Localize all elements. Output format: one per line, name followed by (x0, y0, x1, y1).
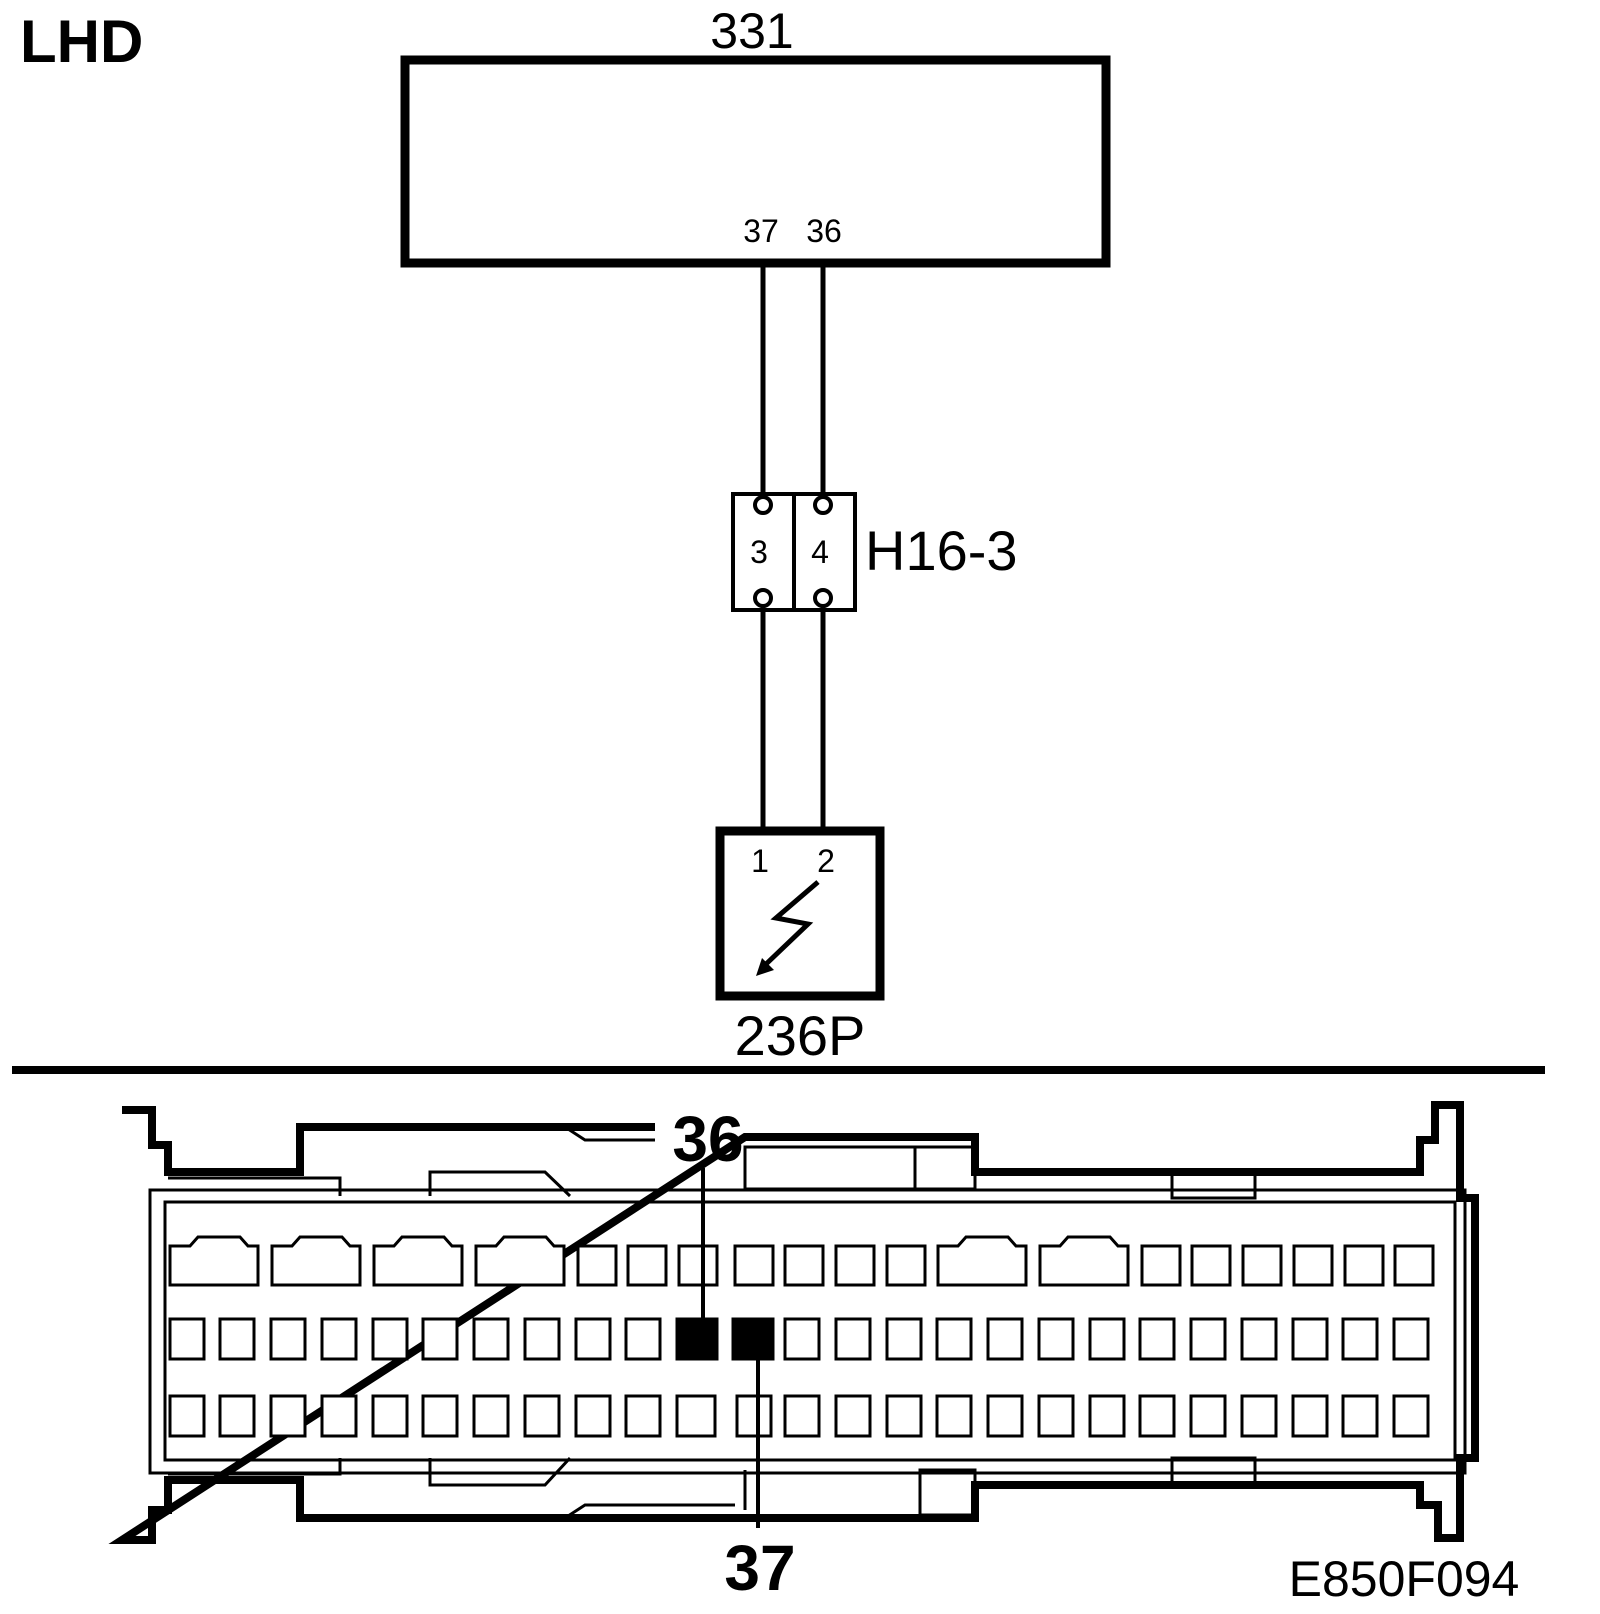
callout-label-pin-36: 36 (672, 1103, 743, 1175)
large-cavity (372, 1235, 464, 1287)
callout-label-pin-37: 37 (724, 1532, 795, 1604)
cavity (1291, 1317, 1329, 1361)
cavity (783, 1317, 821, 1361)
cavity (218, 1394, 256, 1438)
cavity (1037, 1317, 1075, 1361)
module-label: 331 (710, 3, 793, 59)
cavity (1138, 1317, 1176, 1361)
large-cavity (168, 1235, 260, 1287)
sensor-label: 236P (735, 1004, 866, 1067)
cavity (885, 1317, 923, 1361)
cavity (168, 1317, 206, 1361)
cavity (472, 1317, 510, 1361)
cavity (935, 1317, 973, 1361)
connector-face-view (108, 1101, 1479, 1544)
cavity (523, 1317, 561, 1361)
variant-label: LHD (20, 8, 143, 75)
connector-inner-frame-2 (163, 1200, 1457, 1462)
connector-h16-label: H16-3 (865, 519, 1018, 582)
highlighted-cavity-pin-36 (675, 1317, 719, 1361)
cavity (1393, 1244, 1435, 1287)
cavity (935, 1394, 973, 1438)
cavity (834, 1317, 872, 1361)
terminal-circle (813, 495, 833, 515)
cavity (675, 1394, 717, 1438)
cavity (1392, 1394, 1430, 1438)
cavity-row-3 (168, 1394, 1430, 1438)
cavity (986, 1317, 1024, 1361)
cavity (1088, 1317, 1126, 1361)
sensor-pin-1: 1 (751, 843, 769, 879)
sensor-box (715, 826, 885, 1001)
highlighted-cavity-pin-37 (731, 1317, 775, 1361)
module-pin-37: 37 (743, 213, 779, 249)
large-cavity (1038, 1235, 1130, 1287)
cavity (1190, 1244, 1232, 1287)
figure-code: E850F094 (1289, 1551, 1520, 1607)
cavity (168, 1394, 206, 1438)
cavity (574, 1317, 612, 1361)
cavity (677, 1244, 719, 1287)
terminal-circle (753, 588, 773, 608)
module-box (400, 55, 1111, 268)
wires (760, 265, 826, 828)
cavity (885, 1244, 927, 1287)
cavity (834, 1244, 876, 1287)
cavity (986, 1394, 1024, 1438)
cavity (733, 1244, 775, 1287)
connector-latches (168, 1125, 1257, 1520)
cavity (472, 1394, 510, 1438)
cavity (1343, 1244, 1385, 1287)
cavity (783, 1244, 825, 1287)
cavity-row-2 (168, 1317, 1430, 1361)
cavity (1138, 1394, 1176, 1438)
cavity (218, 1317, 256, 1361)
large-cavity (474, 1235, 566, 1287)
cavity (624, 1317, 662, 1361)
cavity (371, 1394, 409, 1438)
cavity (624, 1394, 662, 1438)
cavity (320, 1317, 358, 1361)
connector-housing-outline (108, 1101, 1479, 1544)
cavity (626, 1244, 668, 1287)
cavity (1189, 1394, 1227, 1438)
cavity (523, 1394, 561, 1438)
terminal-circle (753, 495, 773, 515)
cavity (269, 1317, 307, 1361)
cavity (421, 1317, 459, 1361)
cavity (1140, 1244, 1182, 1287)
cavity (834, 1394, 872, 1438)
cavity (783, 1394, 821, 1438)
connector-h16-pin-4: 4 (811, 534, 829, 570)
large-cavity (936, 1235, 1028, 1287)
cavity (1241, 1244, 1283, 1287)
cavity (269, 1394, 307, 1438)
cavity (1291, 1394, 1329, 1438)
connector-h16-pin-3: 3 (750, 534, 768, 570)
terminal-circle (813, 588, 833, 608)
large-cavity (270, 1235, 362, 1287)
cavity (885, 1394, 923, 1438)
cavity (1341, 1317, 1379, 1361)
sensor-symbol-icon (756, 880, 820, 976)
cavity (1240, 1317, 1278, 1361)
sensor-pin-2: 2 (817, 843, 835, 879)
cavity (1341, 1394, 1379, 1438)
cavity (371, 1317, 409, 1361)
cavity (1189, 1317, 1227, 1361)
cavity (1088, 1394, 1126, 1438)
cavity (574, 1394, 612, 1438)
cavity-row-1 (168, 1235, 1435, 1287)
cavity (1292, 1244, 1334, 1287)
connector-h16: 3 4 (731, 492, 857, 612)
cavity (421, 1394, 459, 1438)
cavity (576, 1244, 618, 1287)
cavity (1392, 1317, 1430, 1361)
cavity (1037, 1394, 1075, 1438)
cavity (1240, 1394, 1278, 1438)
cavity (735, 1394, 773, 1438)
cavity (320, 1394, 358, 1438)
module-pin-36: 36 (806, 213, 842, 249)
